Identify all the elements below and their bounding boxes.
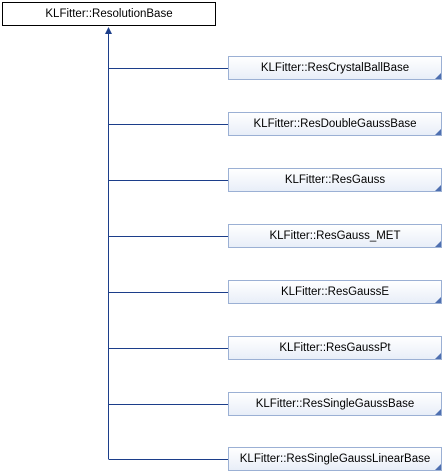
fold-corner-icon (435, 129, 441, 135)
fold-corner-icon (435, 73, 441, 79)
node-label: KLFitter::ResSingleGaussBase (255, 398, 415, 410)
fold-corner-icon (435, 409, 441, 415)
node-label: KLFitter::ResGaussPt (279, 342, 391, 354)
node-res-single-gauss-linear-base[interactable]: KLFitter::ResSingleGaussLinearBase (228, 447, 442, 471)
node-label: KLFitter::ResGauss (284, 174, 386, 186)
node-label: KLFitter::ResSingleGaussLinearBase (239, 453, 431, 465)
fold-corner-icon (435, 241, 441, 247)
node-res-double-gauss-base[interactable]: KLFitter::ResDoubleGaussBase (228, 112, 442, 136)
node-label: KLFitter::ResolutionBase (45, 8, 173, 20)
fold-corner-icon (435, 353, 441, 359)
node-resolution-base[interactable]: KLFitter::ResolutionBase (2, 2, 216, 26)
node-res-gauss-pt[interactable]: KLFitter::ResGaussPt (228, 336, 442, 360)
node-res-gauss[interactable]: KLFitter::ResGauss (228, 168, 442, 192)
inheritance-arrowhead (105, 27, 112, 34)
node-res-gauss-e[interactable]: KLFitter::ResGaussE (228, 280, 442, 304)
node-label: KLFitter::ResCrystalBallBase (260, 62, 410, 74)
node-label: KLFitter::ResGaussE (280, 286, 389, 298)
node-label: KLFitter::ResDoubleGaussBase (253, 118, 417, 130)
node-res-crystal-ball-base[interactable]: KLFitter::ResCrystalBallBase (228, 56, 442, 80)
fold-corner-icon (435, 297, 441, 303)
fold-corner-icon (435, 464, 441, 470)
fold-corner-icon (435, 185, 441, 191)
node-label: KLFitter::ResGauss_MET (269, 230, 401, 242)
node-res-single-gauss-base[interactable]: KLFitter::ResSingleGaussBase (228, 392, 442, 416)
node-res-gauss-met[interactable]: KLFitter::ResGauss_MET (228, 224, 442, 248)
